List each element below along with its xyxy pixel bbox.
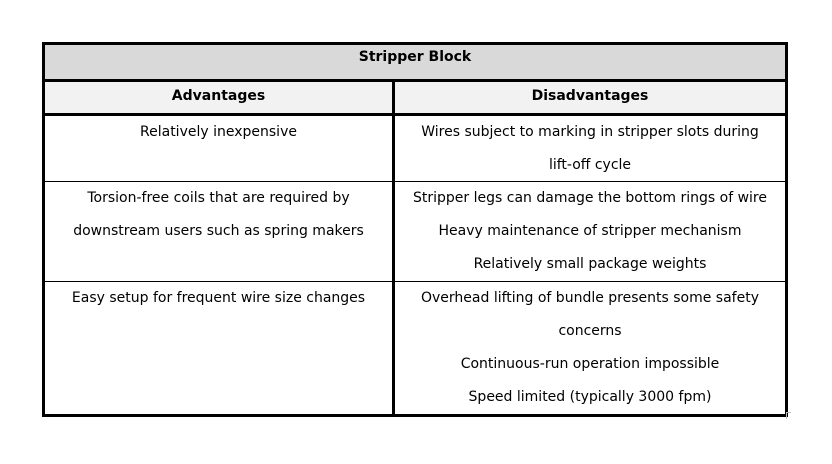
table-title-row: Stripper Block [45,45,785,82]
resize-handle-mark [786,412,791,419]
comparison-table: Stripper Block Advantages Disadvantages … [42,42,788,417]
disadvantages-cell: Wires subject to marking in stripper slo… [395,116,785,181]
advantages-cell: Easy setup for frequent wire size change… [45,282,395,414]
table-header-row: Advantages Disadvantages [45,82,785,116]
header-disadvantages: Disadvantages [531,88,649,104]
table-row: Relatively inexpensive Wires subject to … [45,116,785,182]
disadvantage-text: concerns [558,323,622,339]
advantage-text: Relatively inexpensive [140,124,297,140]
disadvantages-cell: Overhead lifting of bundle presents some… [395,282,785,414]
advantage-text: Torsion-free coils that are required by [87,190,350,206]
advantage-text: downstream users such as spring makers [73,223,364,239]
disadvantage-text: Continuous-run operation impossible [460,356,720,372]
advantages-cell: Relatively inexpensive [45,116,395,181]
disadvantage-text: Relatively small package weights [473,256,707,272]
disadvantage-text: Stripper legs can damage the bottom ring… [413,190,767,206]
advantage-text: Easy setup for frequent wire size change… [71,290,366,306]
advantages-cell: Torsion-free coils that are required by … [45,182,395,281]
disadvantage-text: Wires subject to marking in stripper slo… [421,124,759,140]
disadvantage-text: Heavy maintenance of stripper mechanism [438,223,742,239]
table-title: Stripper Block [358,49,472,65]
disadvantage-text: Overhead lifting of bundle presents some… [420,290,759,306]
disadvantage-text: Speed limited (typically 3000 fpm) [468,389,712,405]
table-row: Easy setup for frequent wire size change… [45,282,785,414]
header-advantages: Advantages [45,82,395,113]
disadvantages-cell: Stripper legs can damage the bottom ring… [395,182,785,281]
disadvantage-text: lift-off cycle [548,157,632,173]
table-row: Torsion-free coils that are required by … [45,182,785,282]
